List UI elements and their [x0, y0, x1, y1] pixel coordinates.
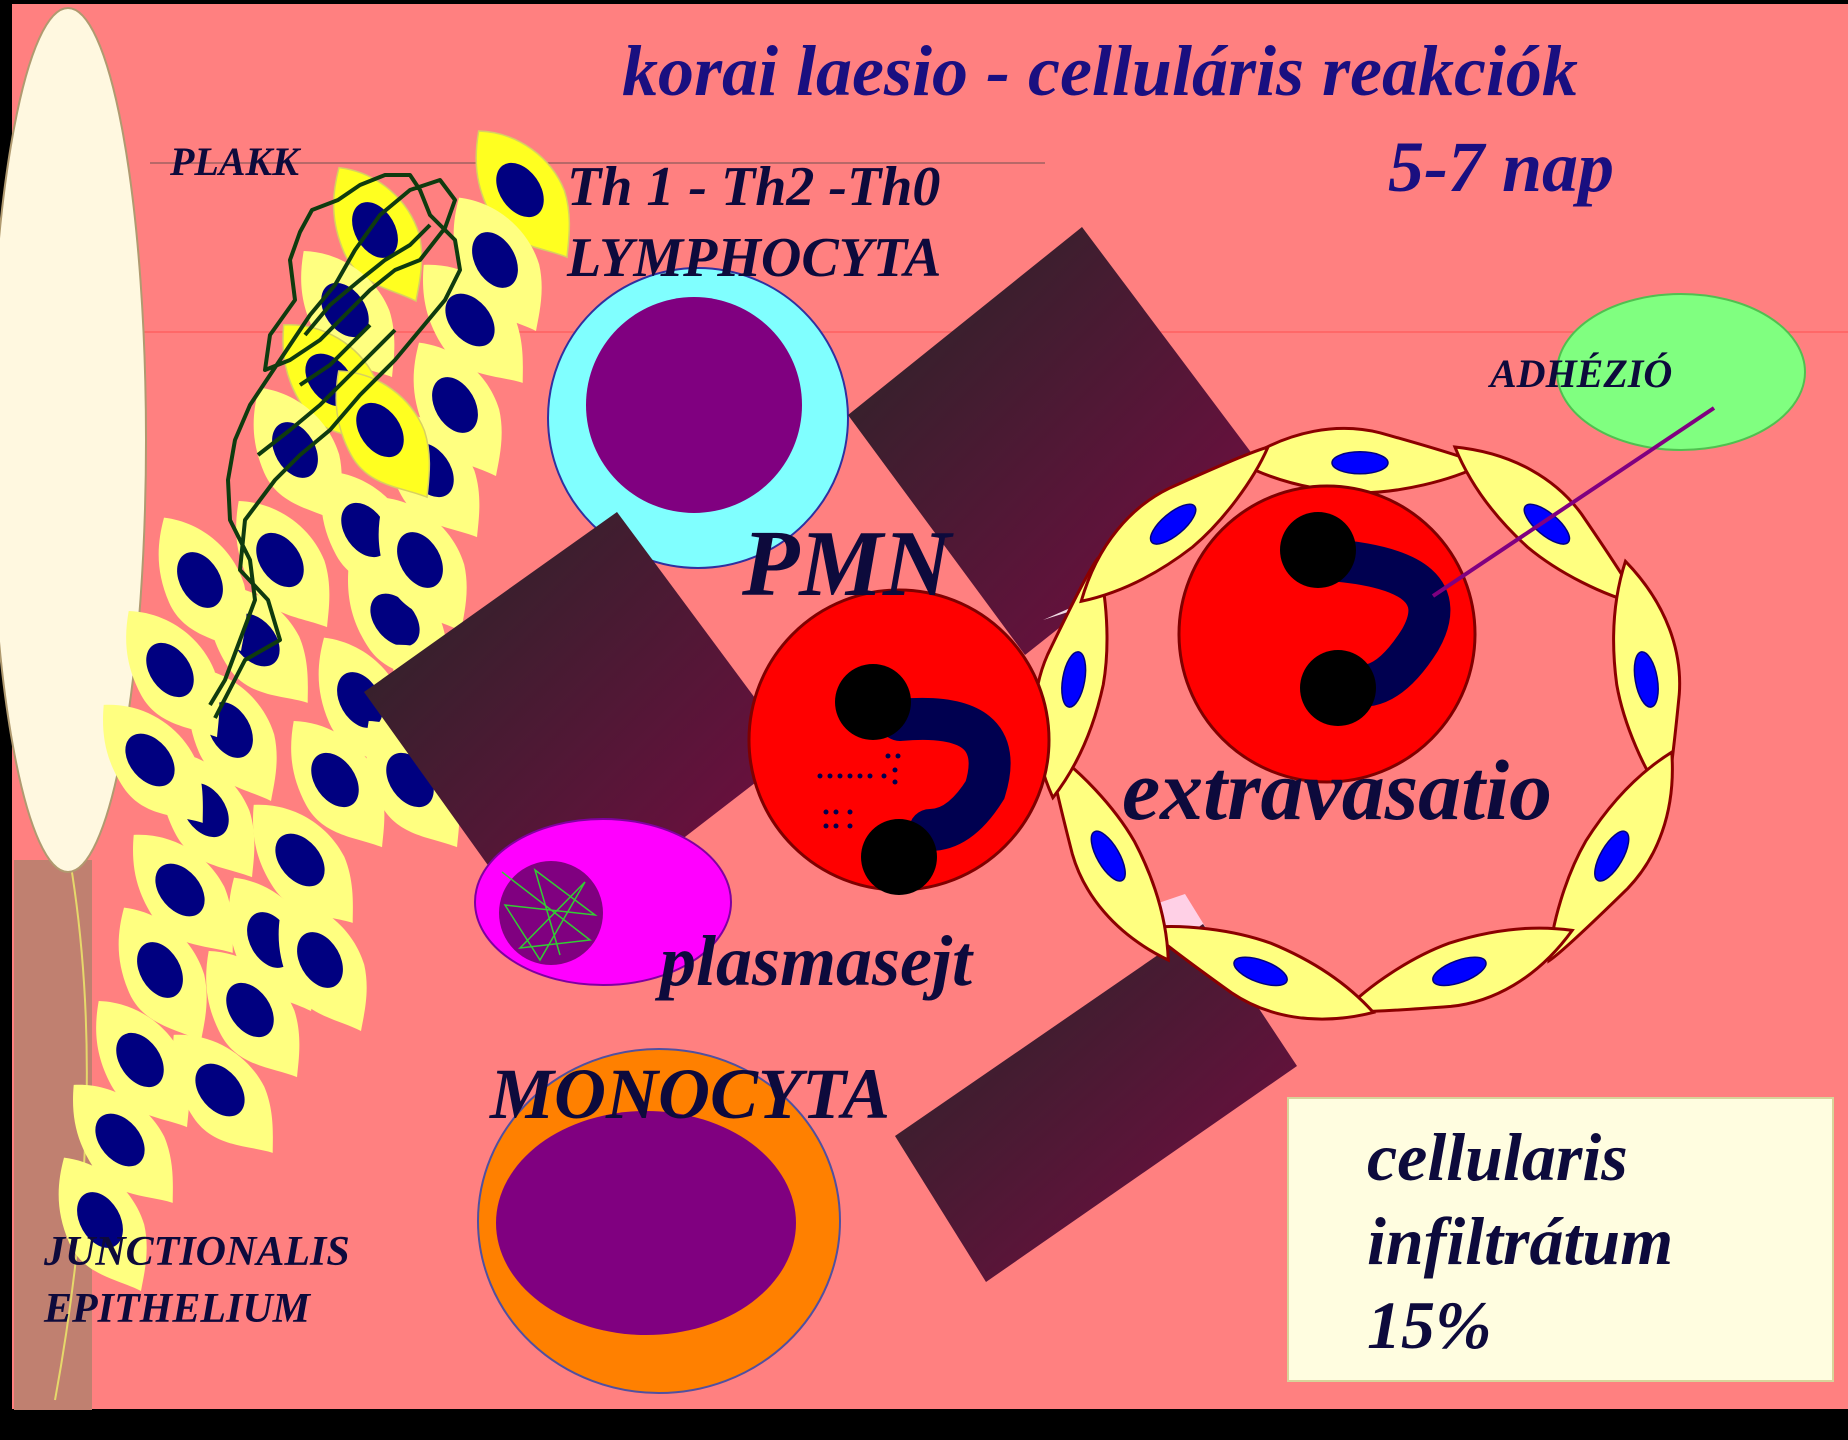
lymphocyta-label: LYMPHOCYTA — [567, 226, 941, 290]
junctionalis-label: JUNCTIONALIS — [44, 1228, 350, 1276]
adhezio-label: ADHÉZIÓ — [1490, 350, 1672, 397]
th-types-label: Th 1 - Th2 -Th0 — [567, 155, 940, 219]
lymphocyte-nucleus — [586, 297, 802, 513]
plasma-cell-nucleus — [499, 861, 603, 965]
infiltrate-line-1: cellularis — [1367, 1115, 1832, 1199]
title-line-1: korai laesio - celluláris reakciók — [622, 30, 1578, 113]
title-line-2: 5-7 nap — [1388, 126, 1614, 209]
infiltrate-line-2: infiltrátum — [1367, 1199, 1832, 1283]
epithelium-label: EPITHELIUM — [44, 1285, 310, 1333]
monocyte-nucleus — [496, 1111, 796, 1335]
plakk-label: PLAKK — [170, 138, 299, 185]
pmn-label: PMN — [742, 510, 951, 618]
plasmasejt-label: plasmasejt — [660, 920, 972, 1003]
monocyta-label: MONOCYTA — [490, 1053, 890, 1136]
infiltrate-line-3: 15% — [1367, 1283, 1832, 1367]
infiltrate-box: cellularis infiltrátum 15% — [1287, 1097, 1834, 1382]
extravasatio-label: extravasatio — [1122, 740, 1552, 840]
pmn-cell-right — [1179, 486, 1475, 782]
